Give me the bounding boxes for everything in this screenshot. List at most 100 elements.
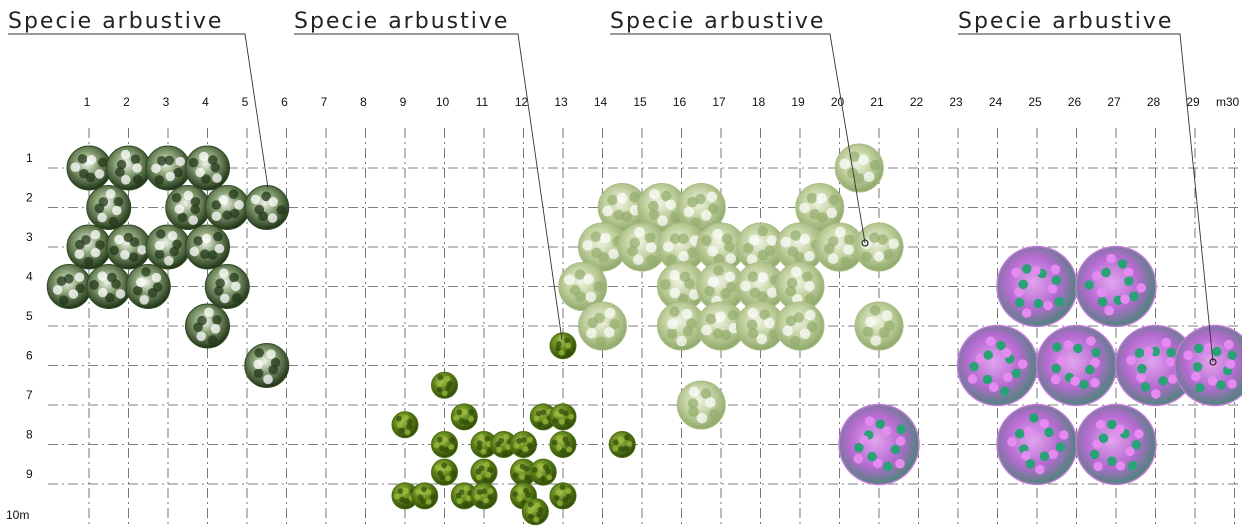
- row-label: 7: [26, 388, 33, 402]
- shrub-white-green-shrub: [185, 224, 230, 270]
- column-label: 9: [400, 95, 407, 109]
- column-label: 5: [242, 95, 249, 109]
- column-label: 16: [673, 95, 687, 109]
- column-label: 10: [436, 95, 450, 109]
- shrub-dark-green-round-shrub: [510, 431, 537, 458]
- shrub-pale-green-shrub: [775, 301, 825, 351]
- shrub-dark-green-round-shrub: [529, 458, 557, 486]
- shrub-pink-flowering-shrub: [1075, 245, 1157, 328]
- shrub-pink-flowering-shrub: [838, 403, 920, 486]
- shrub-dark-green-round-shrub: [549, 403, 577, 431]
- callout-point-4: [1209, 358, 1217, 366]
- shrub-white-green-shrub: [106, 145, 151, 191]
- shrub-pale-green-shrub: [657, 301, 706, 351]
- shrub-dark-green-round-shrub: [608, 431, 636, 458]
- column-label: 7: [321, 95, 328, 109]
- shrub-pink-flowering-shrub: [996, 403, 1078, 486]
- column-label: 30: [1226, 95, 1240, 109]
- column-label: 27: [1107, 95, 1121, 109]
- shrub-pink-flowering-shrub: [1075, 403, 1157, 486]
- shrub-pale-green-shrub: [696, 222, 746, 272]
- y-unit-label: 10m: [6, 508, 29, 522]
- shrub-pale-green-shrub: [736, 222, 785, 272]
- callout-leader-1: [8, 33, 269, 189]
- column-label: 11: [476, 95, 489, 109]
- row-label: 5: [26, 309, 33, 323]
- shrub-pale-green-shrub: [657, 262, 706, 311]
- shrub-dark-green-round-shrub: [431, 458, 458, 486]
- shrub-dark-green-round-shrub: [431, 371, 458, 399]
- shrub-white-green-shrub: [46, 264, 92, 309]
- column-label: 24: [989, 95, 1003, 109]
- column-label: 3: [163, 95, 170, 109]
- shrub-pale-green-shrub: [854, 301, 904, 351]
- shrub-pink-flowering-shrub: [1035, 324, 1118, 407]
- row-label: 6: [26, 349, 33, 363]
- shrub-pale-green-shrub: [834, 143, 884, 193]
- callout-label-2: Specie arbustive: [294, 9, 509, 34]
- shrub-white-green-shrub: [244, 343, 290, 388]
- shrub-white-green-shrub: [106, 224, 151, 270]
- callout-leader-2: [294, 33, 563, 341]
- column-label: 22: [910, 95, 924, 109]
- shrub-dark-green-round-shrub: [450, 482, 478, 510]
- row-label: 8: [26, 428, 33, 442]
- shrub-pale-green-shrub: [736, 301, 785, 351]
- column-label: 6: [281, 95, 288, 109]
- shrub-dark-green-round-shrub: [470, 431, 498, 458]
- shrub-white-green-shrub: [244, 185, 290, 230]
- column-label: 1: [84, 95, 91, 109]
- callout-leader-4: [958, 33, 1214, 363]
- shrub-pink-flowering-shrub: [1174, 324, 1242, 407]
- shrub-pale-green-shrub: [775, 262, 825, 311]
- callout-leader-3: [610, 33, 866, 244]
- shrub-pale-green-shrub: [578, 301, 627, 351]
- shrub-white-green-shrub: [66, 224, 112, 270]
- shrub-white-green-shrub: [185, 303, 230, 349]
- column-label: 8: [360, 95, 367, 109]
- shrub-white-green-shrub: [185, 145, 230, 191]
- shrub-dark-green-round-shrub: [529, 403, 557, 431]
- column-label: 29: [1186, 95, 1200, 109]
- shrub-dark-green-round-shrub: [549, 332, 577, 360]
- shrub-pale-green-shrub: [676, 183, 726, 232]
- column-label: 25: [1028, 95, 1042, 109]
- column-label: 18: [752, 95, 766, 109]
- shrub-dark-green-round-shrub: [450, 403, 478, 431]
- shrub-white-green-shrub: [145, 224, 191, 270]
- column-label: 23: [949, 95, 963, 109]
- shrub-pink-flowering-shrub: [996, 245, 1078, 328]
- shrub-pale-green-shrub: [696, 301, 746, 351]
- shrub-white-green-shrub: [66, 145, 112, 191]
- shrub-dark-green-round-shrub: [431, 431, 458, 458]
- shrub-pale-green-shrub: [736, 262, 785, 311]
- shrub-dark-green-round-shrub: [470, 482, 498, 510]
- shrub-white-green-shrub: [86, 264, 132, 309]
- shrub-white-green-shrub: [165, 185, 211, 230]
- column-label: 28: [1147, 95, 1161, 109]
- column-label: 19: [791, 95, 805, 109]
- callout-point-3: [861, 239, 869, 247]
- shrub-pale-green-shrub: [617, 222, 667, 272]
- shrub-pale-green-shrub: [854, 222, 904, 272]
- callout-label-4: Specie arbustive: [958, 9, 1173, 34]
- column-label: 15: [633, 95, 647, 109]
- callout-label-1: Specie arbustive: [8, 9, 223, 34]
- shrub-pale-green-shrub: [815, 222, 864, 272]
- row-label: 2: [26, 191, 33, 205]
- callouts: Specie arbustive Specie arbustive Specie…: [8, 9, 1217, 366]
- column-label: 4: [202, 95, 209, 109]
- shrub-dark-green-round-shrub: [391, 411, 419, 439]
- shrub-dark-green-round-shrub: [470, 458, 498, 486]
- shrub-pink-flowering-shrub: [1114, 324, 1197, 407]
- shrub-white-green-shrub: [145, 145, 191, 191]
- callout-label-3: Specie arbustive: [610, 9, 825, 34]
- shrub-white-green-shrub: [86, 185, 132, 230]
- shrub-dark-green-round-shrub: [549, 431, 577, 458]
- shrub-pale-green-shrub: [578, 222, 627, 272]
- shrub-pale-green-shrub: [676, 380, 726, 430]
- column-label: 2: [123, 95, 130, 109]
- shrubs: [46, 143, 1242, 526]
